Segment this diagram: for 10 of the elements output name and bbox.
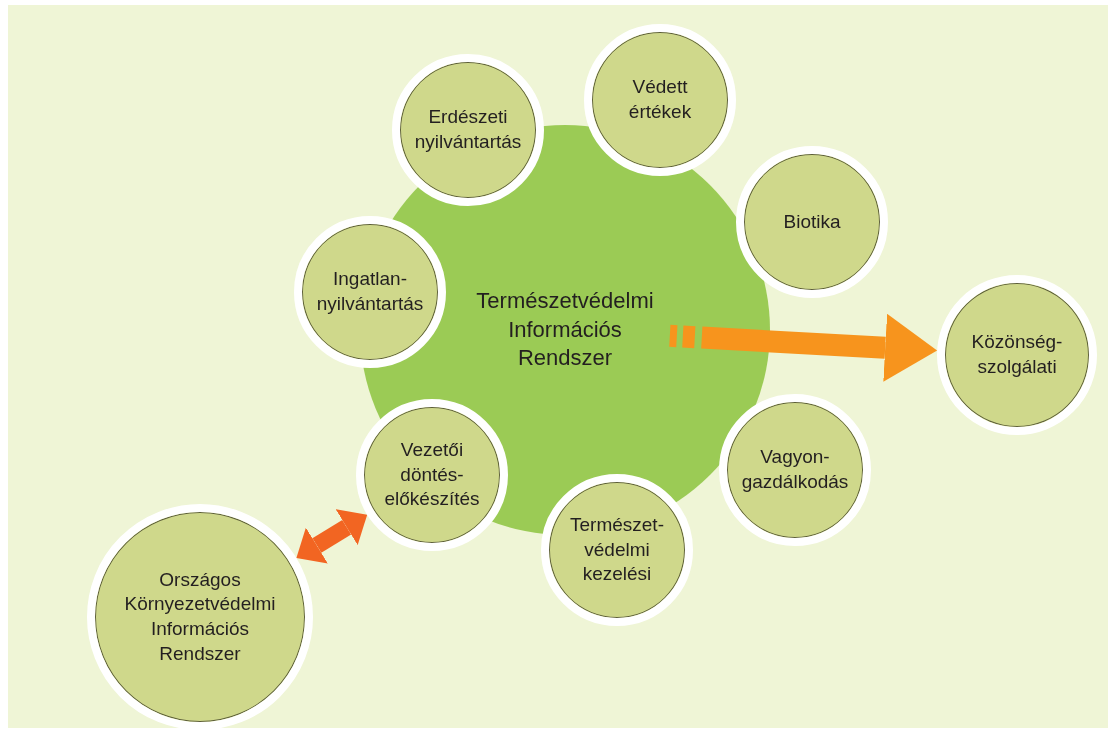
circle-label: Vezetői döntés- előkészítés (383, 437, 481, 512)
circle-label: Ingatlan- nyilvántartás (315, 267, 425, 316)
circle-label: Védett értékek (627, 75, 693, 124)
circle-label: Vagyon- gazdálkodás (740, 445, 850, 494)
circle-label: Közönség- szolgálati (970, 330, 1064, 379)
circle-label: Biotika (782, 209, 842, 234)
circle-label: Országos Környezetvédelmi Információs Rendszer (123, 567, 277, 666)
circle-label: Erdészeti nyilvántartás (413, 105, 523, 154)
circle-label: Természet- védelmi kezelési (569, 512, 665, 587)
circle-label: Természetvédelmi Információs Rendszer (475, 287, 655, 373)
